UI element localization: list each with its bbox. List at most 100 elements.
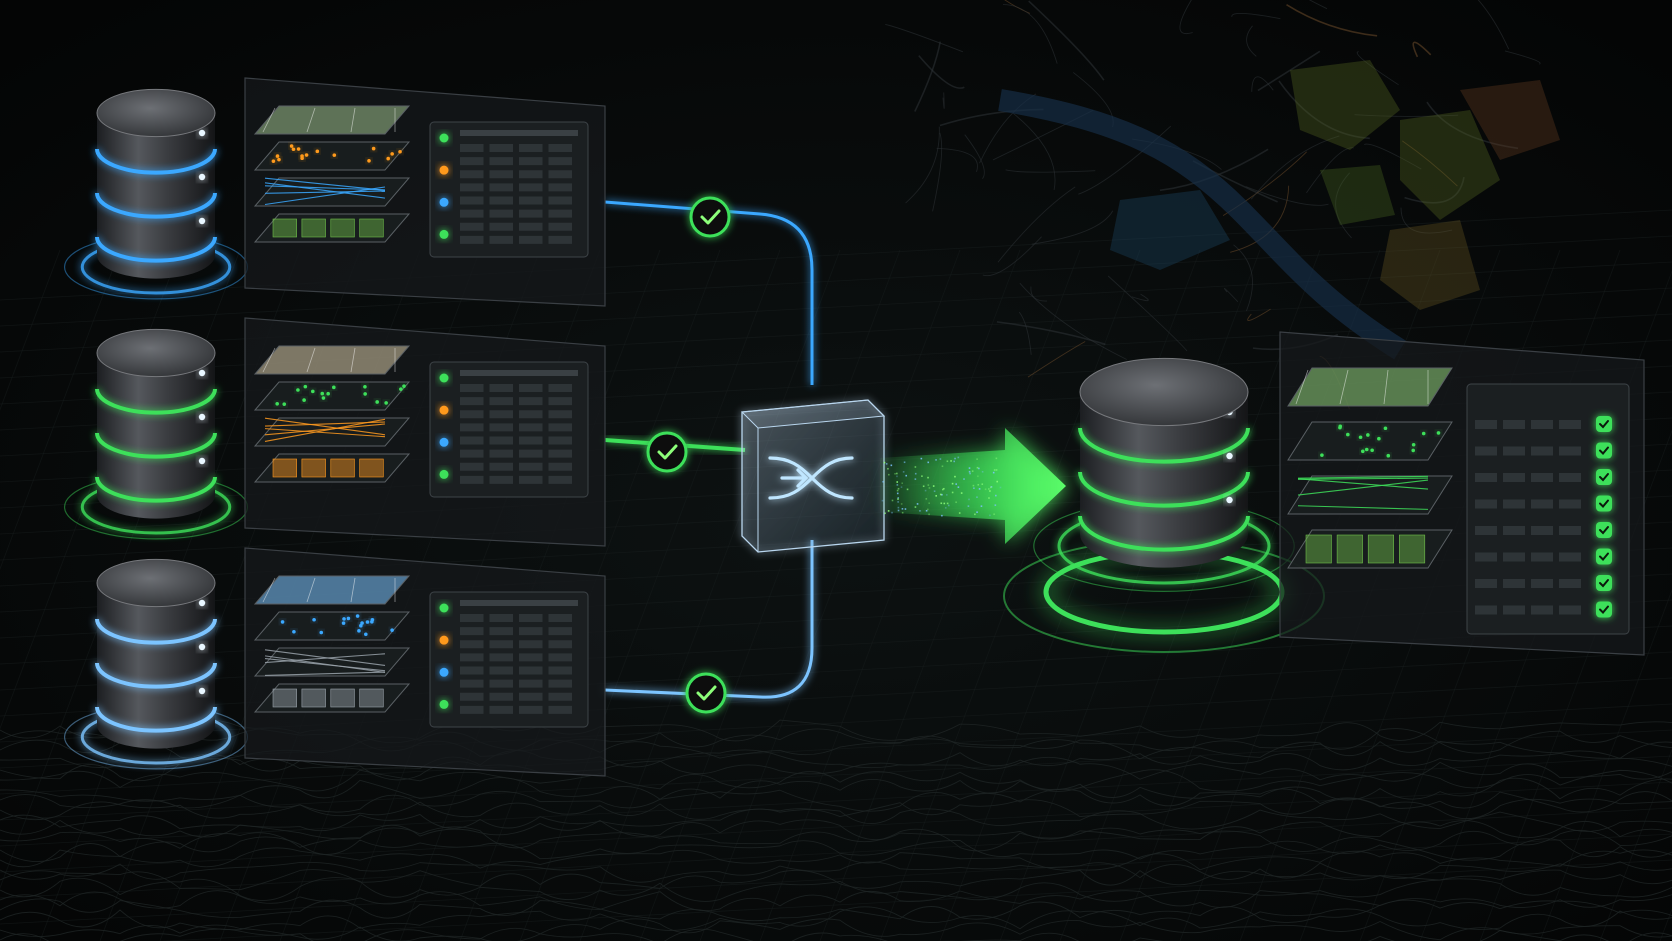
check-circle-icon bbox=[689, 196, 731, 238]
table-cell bbox=[460, 449, 484, 458]
source-map-layer bbox=[253, 141, 411, 171]
table-cell bbox=[460, 397, 484, 406]
table-cell bbox=[519, 627, 543, 636]
row-status-dot bbox=[439, 635, 449, 645]
map-point bbox=[1366, 433, 1370, 437]
connector-source-3 bbox=[604, 540, 814, 699]
map-layer-tile bbox=[253, 611, 411, 641]
row-status-dot bbox=[439, 667, 449, 677]
map-point bbox=[363, 392, 367, 396]
data-particle bbox=[968, 467, 971, 469]
data-particle bbox=[953, 460, 956, 463]
checkmark-icon bbox=[657, 444, 678, 460]
data-particle bbox=[894, 472, 896, 475]
map-layer-tile bbox=[253, 345, 411, 375]
data-particle bbox=[939, 458, 942, 460]
table-cell bbox=[519, 653, 543, 662]
map-polygon bbox=[330, 458, 355, 478]
map-point bbox=[390, 152, 394, 156]
map-point bbox=[364, 632, 368, 637]
table-cell bbox=[548, 436, 572, 445]
table-cell bbox=[1475, 499, 1497, 509]
map-polygon bbox=[1336, 534, 1363, 564]
table-cell bbox=[548, 614, 572, 622]
map-point bbox=[365, 620, 370, 624]
data-particle bbox=[922, 485, 925, 488]
table-cell bbox=[489, 384, 513, 392]
table-cell bbox=[489, 209, 513, 218]
table-cell bbox=[460, 423, 484, 432]
map-point bbox=[375, 400, 379, 404]
map-parcel-line bbox=[350, 107, 356, 133]
source-attribute-table bbox=[429, 121, 589, 258]
row-status-dot bbox=[439, 229, 449, 239]
data-particle bbox=[919, 510, 921, 512]
table-cell bbox=[1531, 446, 1553, 456]
map-road bbox=[264, 671, 386, 677]
table-cell bbox=[460, 235, 484, 244]
source-1 bbox=[63, 77, 606, 307]
data-particle bbox=[957, 486, 960, 488]
map-point bbox=[291, 147, 296, 152]
table-cell bbox=[460, 196, 484, 205]
check-1 bbox=[689, 196, 731, 238]
map-point bbox=[312, 617, 316, 622]
map-point bbox=[275, 154, 280, 158]
check-3 bbox=[685, 672, 727, 714]
table-cell bbox=[519, 436, 543, 445]
data-particle bbox=[891, 511, 893, 514]
map-point bbox=[321, 396, 326, 400]
data-particle bbox=[885, 463, 888, 465]
table-header bbox=[460, 600, 578, 606]
table-cell bbox=[460, 384, 484, 392]
data-particle bbox=[971, 470, 974, 472]
data-particle bbox=[881, 499, 884, 502]
table-cell bbox=[519, 449, 543, 458]
table-cell bbox=[460, 627, 484, 636]
data-particle bbox=[927, 484, 930, 486]
merge-arrows-icon bbox=[768, 456, 854, 500]
data-particle bbox=[920, 457, 923, 460]
data-particle bbox=[888, 473, 890, 476]
data-particle bbox=[976, 496, 978, 499]
data-particle bbox=[954, 475, 956, 478]
map-parcel-line bbox=[350, 577, 356, 603]
table-cell bbox=[548, 679, 572, 688]
map-point bbox=[357, 629, 361, 633]
district-patch bbox=[1110, 190, 1230, 270]
table-cell bbox=[460, 475, 484, 484]
table-cell bbox=[519, 462, 543, 471]
map-point bbox=[332, 153, 337, 157]
map-point bbox=[398, 149, 402, 154]
table-cell bbox=[460, 209, 484, 218]
table-cell bbox=[1531, 605, 1553, 615]
data-particle bbox=[896, 481, 899, 483]
map-point bbox=[1320, 453, 1324, 457]
map-point bbox=[275, 401, 279, 406]
row-status-dot bbox=[439, 165, 449, 175]
table-cell bbox=[519, 410, 543, 419]
district-patch bbox=[1290, 60, 1400, 150]
table-cell bbox=[519, 170, 543, 179]
map-point bbox=[304, 153, 309, 157]
table-cell bbox=[548, 235, 572, 244]
cylinder-glow-band bbox=[95, 192, 217, 219]
check-square-icon bbox=[1596, 495, 1612, 512]
table-cell bbox=[1559, 552, 1581, 562]
table-cell bbox=[489, 640, 513, 649]
table-cell bbox=[548, 692, 572, 701]
data-particle bbox=[916, 503, 919, 505]
table-cell bbox=[519, 196, 543, 205]
map-road bbox=[1297, 505, 1429, 510]
table-cell bbox=[548, 475, 572, 484]
map-layer-tile bbox=[253, 417, 411, 447]
row-status-dot bbox=[439, 405, 449, 415]
data-particle bbox=[967, 505, 970, 507]
data-particle bbox=[925, 498, 928, 500]
table-cell bbox=[1531, 499, 1553, 509]
table-cell bbox=[489, 679, 513, 688]
table-cell bbox=[489, 475, 513, 484]
table-cell bbox=[548, 196, 572, 205]
data-particle bbox=[945, 494, 948, 496]
data-particle bbox=[995, 457, 998, 460]
